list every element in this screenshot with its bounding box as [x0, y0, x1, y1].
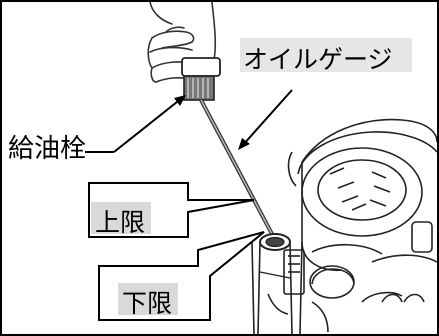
filler-cap-drawing	[181, 57, 221, 101]
oil-gauge-highlight	[240, 38, 412, 72]
filler-neck-drawing	[257, 233, 293, 334]
dipstick-rod	[199, 99, 274, 235]
engine-illustration	[5, 2, 437, 334]
hand-drawing	[147, 2, 217, 83]
oil-gauge-arrow	[238, 89, 293, 150]
filler-cap-highlight	[5, 126, 85, 160]
oil-gauge-label: オイルゲージ	[243, 45, 393, 74]
engine-drawing	[251, 118, 437, 334]
upper-limit-label: 上限	[95, 208, 146, 237]
filler-cap-arrow	[72, 95, 186, 153]
filler-cap-label: 給油栓	[8, 134, 87, 164]
lower-limit-label: 下限	[122, 289, 173, 318]
lower-limit-highlight	[118, 283, 178, 315]
upper-limit-highlight	[91, 202, 151, 234]
